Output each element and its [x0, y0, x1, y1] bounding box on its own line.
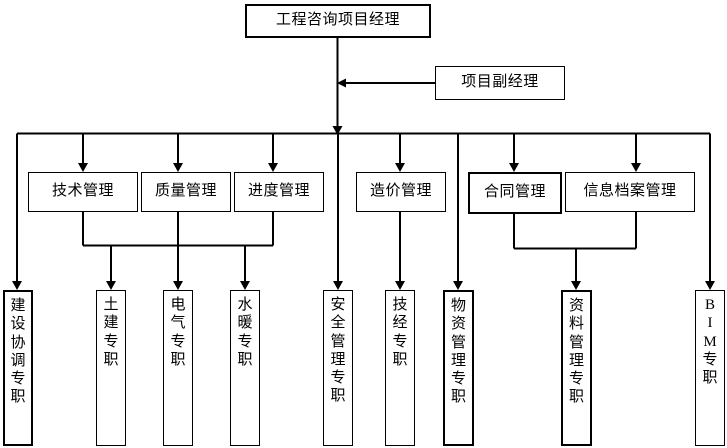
node-dept-cost-label: 造价管理	[369, 183, 432, 200]
node-staff-hvac-label: 水暖 专职	[237, 297, 253, 368]
node-staff-material[interactable]: 物资 管理 专职	[443, 290, 474, 446]
node-top-manager-label: 工程咨询项目经理	[275, 12, 400, 29]
node-staff-electrical[interactable]: 电气 专职	[163, 290, 193, 446]
node-staff-tech-econ[interactable]: 技经 专职	[385, 290, 415, 446]
node-staff-bim[interactable]: B I M 专职	[695, 290, 725, 446]
node-dept-contract[interactable]: 合同管理	[468, 172, 562, 214]
node-top-manager[interactable]: 工程咨询项目经理	[245, 4, 431, 38]
node-staff-construction-coord[interactable]: 建设 协调 专职	[3, 290, 33, 446]
node-staff-document[interactable]: 资料 管理 专职	[561, 290, 592, 446]
node-staff-construction-coord-label: 建设 协调 专职	[10, 298, 26, 406]
node-staff-material-label: 物资 管理 专职	[450, 298, 466, 406]
node-staff-civil-label: 土建 专职	[103, 297, 119, 368]
node-staff-hvac[interactable]: 水暖 专职	[230, 290, 260, 446]
node-staff-bim-label: B I M 专职	[702, 297, 718, 387]
node-deputy-manager-label: 项目副经理	[461, 74, 539, 91]
node-dept-schedule-label: 进度管理	[247, 183, 310, 200]
node-dept-tech[interactable]: 技术管理	[28, 172, 138, 212]
node-staff-safety[interactable]: 安全 管理 专职	[323, 290, 353, 446]
node-dept-cost[interactable]: 造价管理	[356, 172, 446, 212]
node-deputy-manager[interactable]: 项目副经理	[435, 66, 565, 100]
node-staff-civil[interactable]: 土建 专职	[96, 290, 126, 446]
node-dept-contract-label: 合同管理	[483, 184, 546, 201]
node-staff-document-label: 资料 管理 专职	[568, 298, 584, 406]
node-dept-tech-label: 技术管理	[51, 183, 114, 200]
node-dept-archive-label: 信息档案管理	[583, 183, 677, 200]
node-dept-quality-label: 质量管理	[154, 183, 217, 200]
node-staff-safety-label: 安全 管理 专职	[330, 297, 346, 405]
node-dept-schedule[interactable]: 进度管理	[234, 172, 324, 212]
node-dept-quality[interactable]: 质量管理	[141, 172, 231, 212]
node-staff-tech-econ-label: 技经 专职	[392, 297, 408, 368]
node-dept-archive[interactable]: 信息档案管理	[565, 172, 695, 212]
node-staff-electrical-label: 电气 专职	[170, 297, 186, 368]
